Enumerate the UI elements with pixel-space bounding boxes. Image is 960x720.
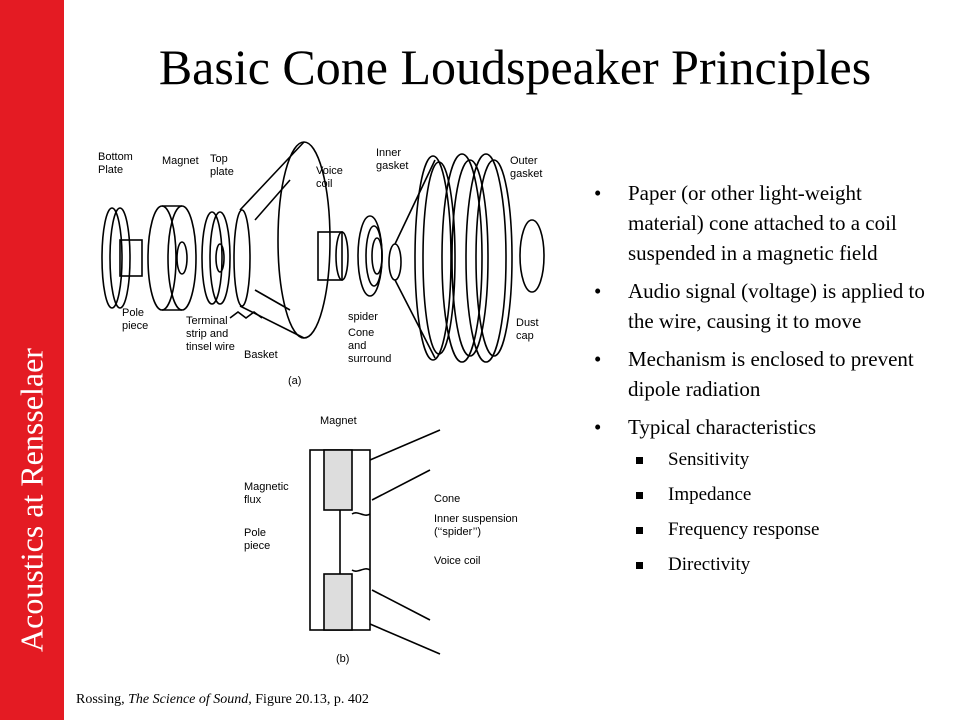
bullet-item: •Paper (or other light-weight material) … xyxy=(594,181,897,265)
sub-bullet-item: Directivity xyxy=(628,553,942,577)
figure-caption: Rossing, The Science of Sound, Figure 20… xyxy=(76,692,369,707)
svg-text:Terminal: Terminal xyxy=(186,315,228,327)
svg-text:plate: plate xyxy=(210,166,234,178)
bullet-list: •Paper (or other light-weight material) … xyxy=(592,178,942,588)
svg-text:gasket: gasket xyxy=(510,168,542,180)
sub-bullet-item: Frequency response xyxy=(628,518,942,542)
svg-text:Inner: Inner xyxy=(376,147,401,159)
sub-bullet-list: Sensitivity Impedance Frequency response… xyxy=(628,448,942,577)
svg-text:Voice: Voice xyxy=(316,165,343,177)
svg-text:tinsel wire: tinsel wire xyxy=(186,341,235,353)
svg-text:Top: Top xyxy=(210,153,228,165)
sidebar-band: Acoustics at Rensselaer xyxy=(0,0,64,720)
svg-text:strip and: strip and xyxy=(186,328,228,340)
svg-text:Magnetic: Magnetic xyxy=(244,481,289,493)
svg-text:Magnet: Magnet xyxy=(320,415,357,427)
svg-text:Bottom: Bottom xyxy=(98,151,133,163)
svg-text:Pole: Pole xyxy=(244,527,266,539)
svg-text:spider: spider xyxy=(348,311,378,323)
svg-text:(a): (a) xyxy=(288,375,301,387)
sub-bullet-item: Sensitivity xyxy=(628,448,942,472)
svg-text:(‘‘spider’’): (‘‘spider’’) xyxy=(434,526,481,538)
bullet-item: •Mechanism is enclosed to prevent dipole… xyxy=(594,347,914,401)
svg-text:Inner suspension: Inner suspension xyxy=(434,513,518,525)
bullet-item: •Typical characteristics Sensitivity Imp… xyxy=(592,412,942,577)
svg-text:Outer: Outer xyxy=(510,155,538,167)
svg-text:Magnet: Magnet xyxy=(162,155,199,167)
svg-text:Cone: Cone xyxy=(434,493,460,505)
svg-text:Dust: Dust xyxy=(516,317,539,329)
svg-text:cap: cap xyxy=(516,330,534,342)
svg-text:surround: surround xyxy=(348,353,391,365)
sub-bullet-item: Impedance xyxy=(628,483,942,507)
svg-text:piece: piece xyxy=(244,540,270,552)
svg-text:gasket: gasket xyxy=(376,160,408,172)
svg-text:(b): (b) xyxy=(336,653,349,665)
slide-title: Basic Cone Loudspeaker Principles xyxy=(158,39,872,95)
svg-text:and: and xyxy=(348,340,366,352)
svg-text:Pole: Pole xyxy=(122,307,144,319)
svg-text:flux: flux xyxy=(244,494,262,506)
svg-text:Plate: Plate xyxy=(98,164,123,176)
svg-text:piece: piece xyxy=(122,320,148,332)
svg-text:Basket: Basket xyxy=(244,349,278,361)
bullet-item: •Audio signal (voltage) is applied to th… xyxy=(594,279,925,333)
svg-text:Voice coil: Voice coil xyxy=(434,555,480,567)
sidebar-title: Acoustics at Rensselaer xyxy=(13,348,50,652)
svg-text:Cone: Cone xyxy=(348,327,374,339)
svg-text:coil: coil xyxy=(316,178,333,190)
